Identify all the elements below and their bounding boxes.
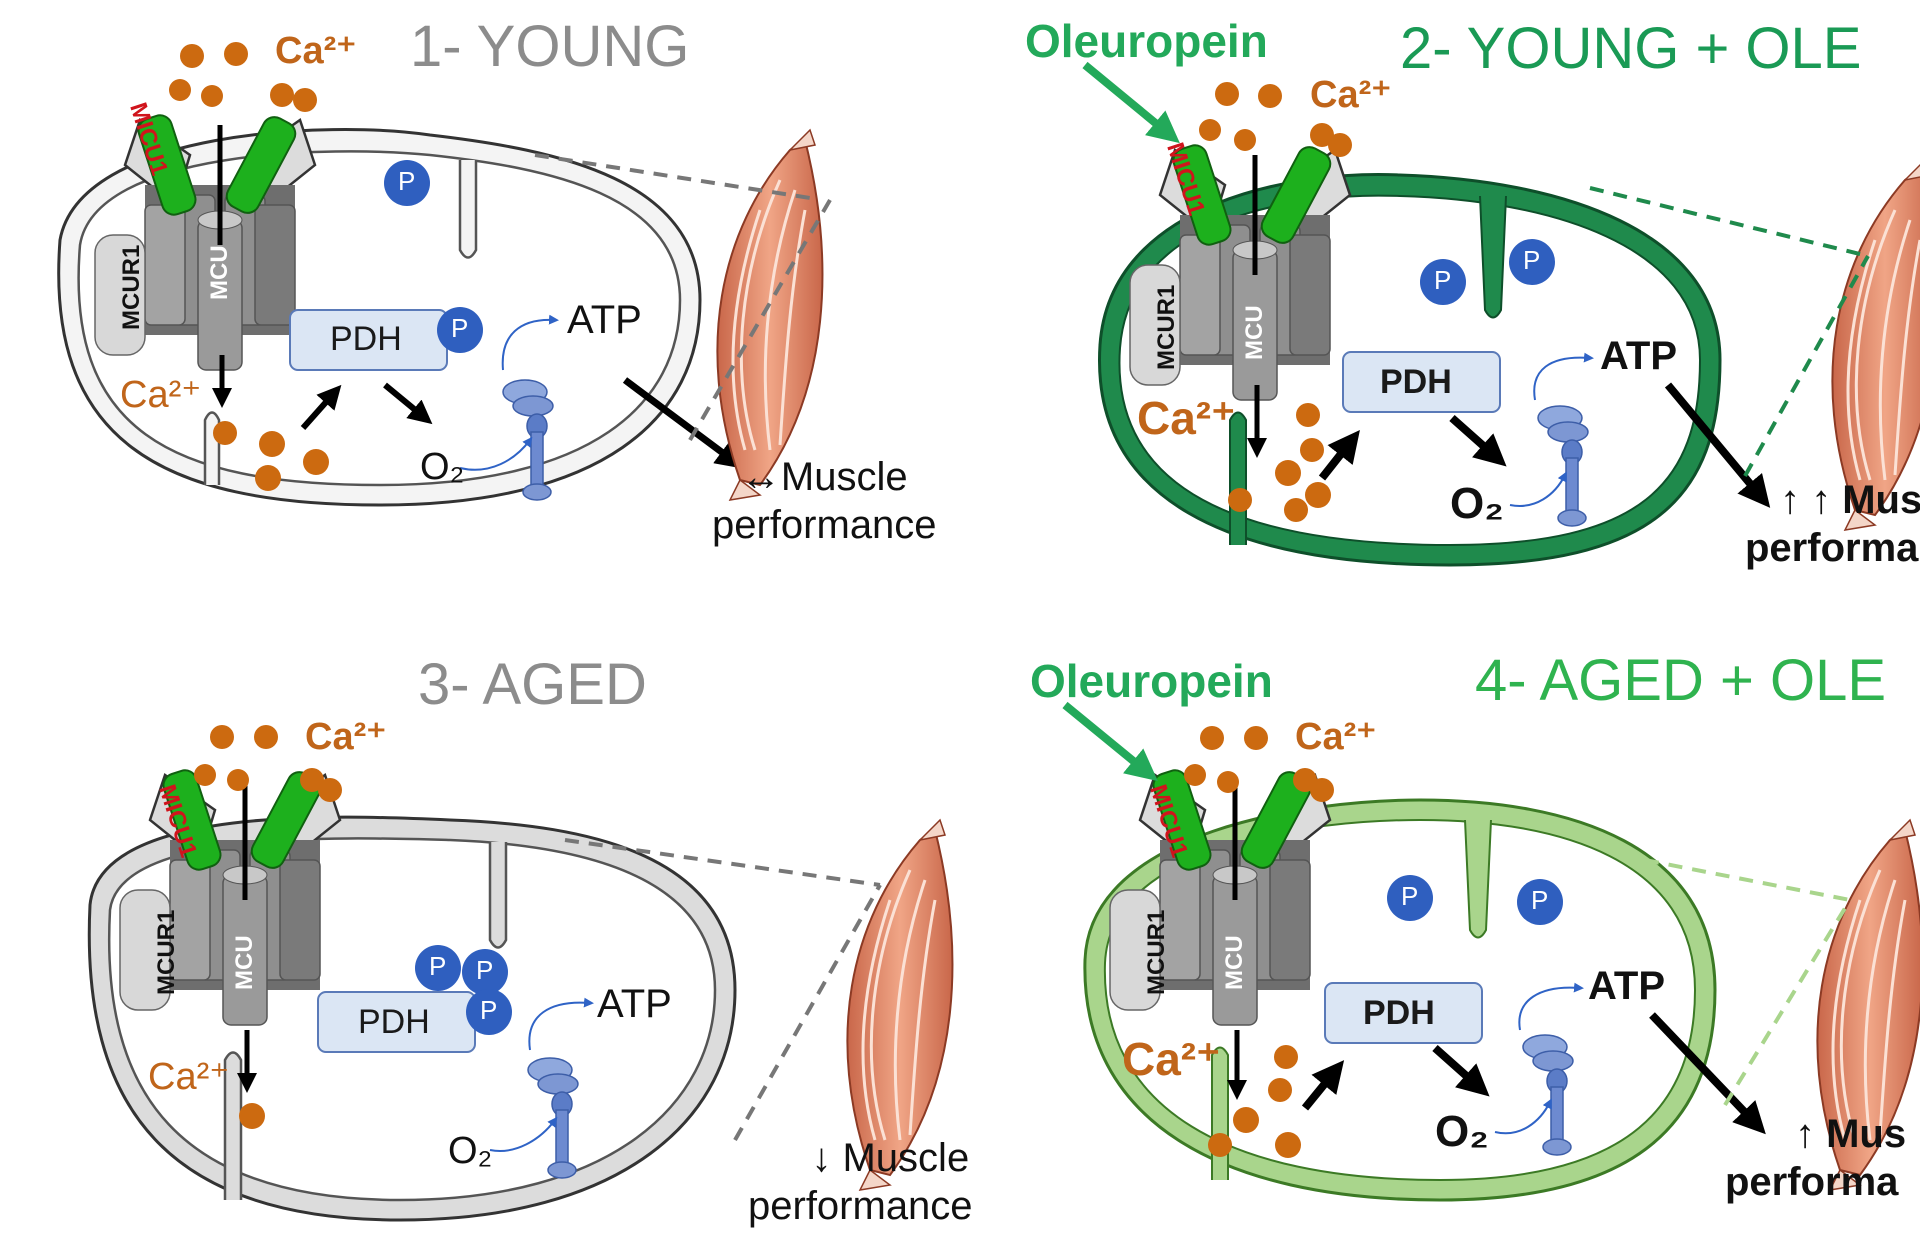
calcium-ions <box>169 42 329 491</box>
atp-to-muscle-arrow <box>1649 1012 1766 1135</box>
atp-production-arrow <box>528 997 594 1051</box>
crista <box>223 1051 243 1200</box>
phosphate-icon <box>462 949 508 995</box>
phosphate-icon <box>1517 879 1563 925</box>
phosphate-icon <box>1509 239 1555 285</box>
calcium-activates-pdh-arrow <box>1301 1060 1345 1111</box>
phosphate-icon <box>415 945 461 991</box>
crista <box>203 411 221 485</box>
atp-production-arrow <box>501 314 559 371</box>
phosphate-icon <box>437 307 483 353</box>
crista <box>1211 1046 1229 1180</box>
crista <box>1464 819 1492 939</box>
panel-aged-ole <box>1062 701 1920 1202</box>
pdh-to-synthase-arrow <box>1432 1045 1490 1097</box>
oleuropein-arrow <box>1062 701 1158 782</box>
zoom-line <box>1644 858 1851 902</box>
mcu-channel-icon <box>1130 142 1350 400</box>
phosphate-icon <box>466 989 512 1035</box>
pdh-box <box>1324 982 1483 1044</box>
phosphate-icon <box>384 160 430 206</box>
crista <box>458 160 478 259</box>
calcium-ions <box>194 725 342 1129</box>
zoom-line <box>1723 898 1852 1107</box>
oxygen-arrow <box>1509 471 1567 507</box>
crista <box>1479 195 1507 319</box>
atp-production-arrow <box>1518 982 1584 1031</box>
zoom-line <box>1743 255 1870 477</box>
muscle-icon <box>1830 158 1920 532</box>
oxygen-arrow <box>1494 1098 1552 1135</box>
crista <box>488 842 508 949</box>
atp-to-muscle-arrow <box>1664 382 1771 508</box>
panel-young <box>57 42 832 507</box>
calcium-activates-pdh-arrow <box>300 384 342 430</box>
zoom-line <box>564 838 881 887</box>
pdh-box <box>289 309 448 371</box>
phosphate-icon <box>1387 875 1433 921</box>
zoom-line <box>733 884 882 1141</box>
atp-production-arrow <box>1533 352 1594 401</box>
pdh-to-synthase-arrow <box>1449 415 1507 467</box>
muscle-icon <box>845 818 954 1192</box>
calcium-ions <box>1184 726 1334 1158</box>
pdh-box <box>317 991 476 1053</box>
panel-young-ole <box>1082 61 1920 567</box>
pdh-box <box>1342 351 1501 413</box>
pdh-to-synthase-arrow <box>383 382 433 425</box>
oleuropein-arrow <box>1082 61 1180 144</box>
muscle-icon <box>1815 818 1920 1192</box>
atp-to-muscle-arrow <box>622 377 744 469</box>
panel-aged <box>87 725 954 1222</box>
calcium-ions <box>1199 82 1352 522</box>
crista <box>1229 411 1247 545</box>
phosphate-icon <box>1420 259 1466 305</box>
oxygen-arrow <box>489 1116 558 1152</box>
mcu-channel-icon <box>1110 767 1330 1025</box>
mcu-channel-icon <box>120 767 340 1025</box>
oxygen-arrow <box>459 436 533 471</box>
calcium-activates-pdh-arrow <box>1318 429 1360 481</box>
